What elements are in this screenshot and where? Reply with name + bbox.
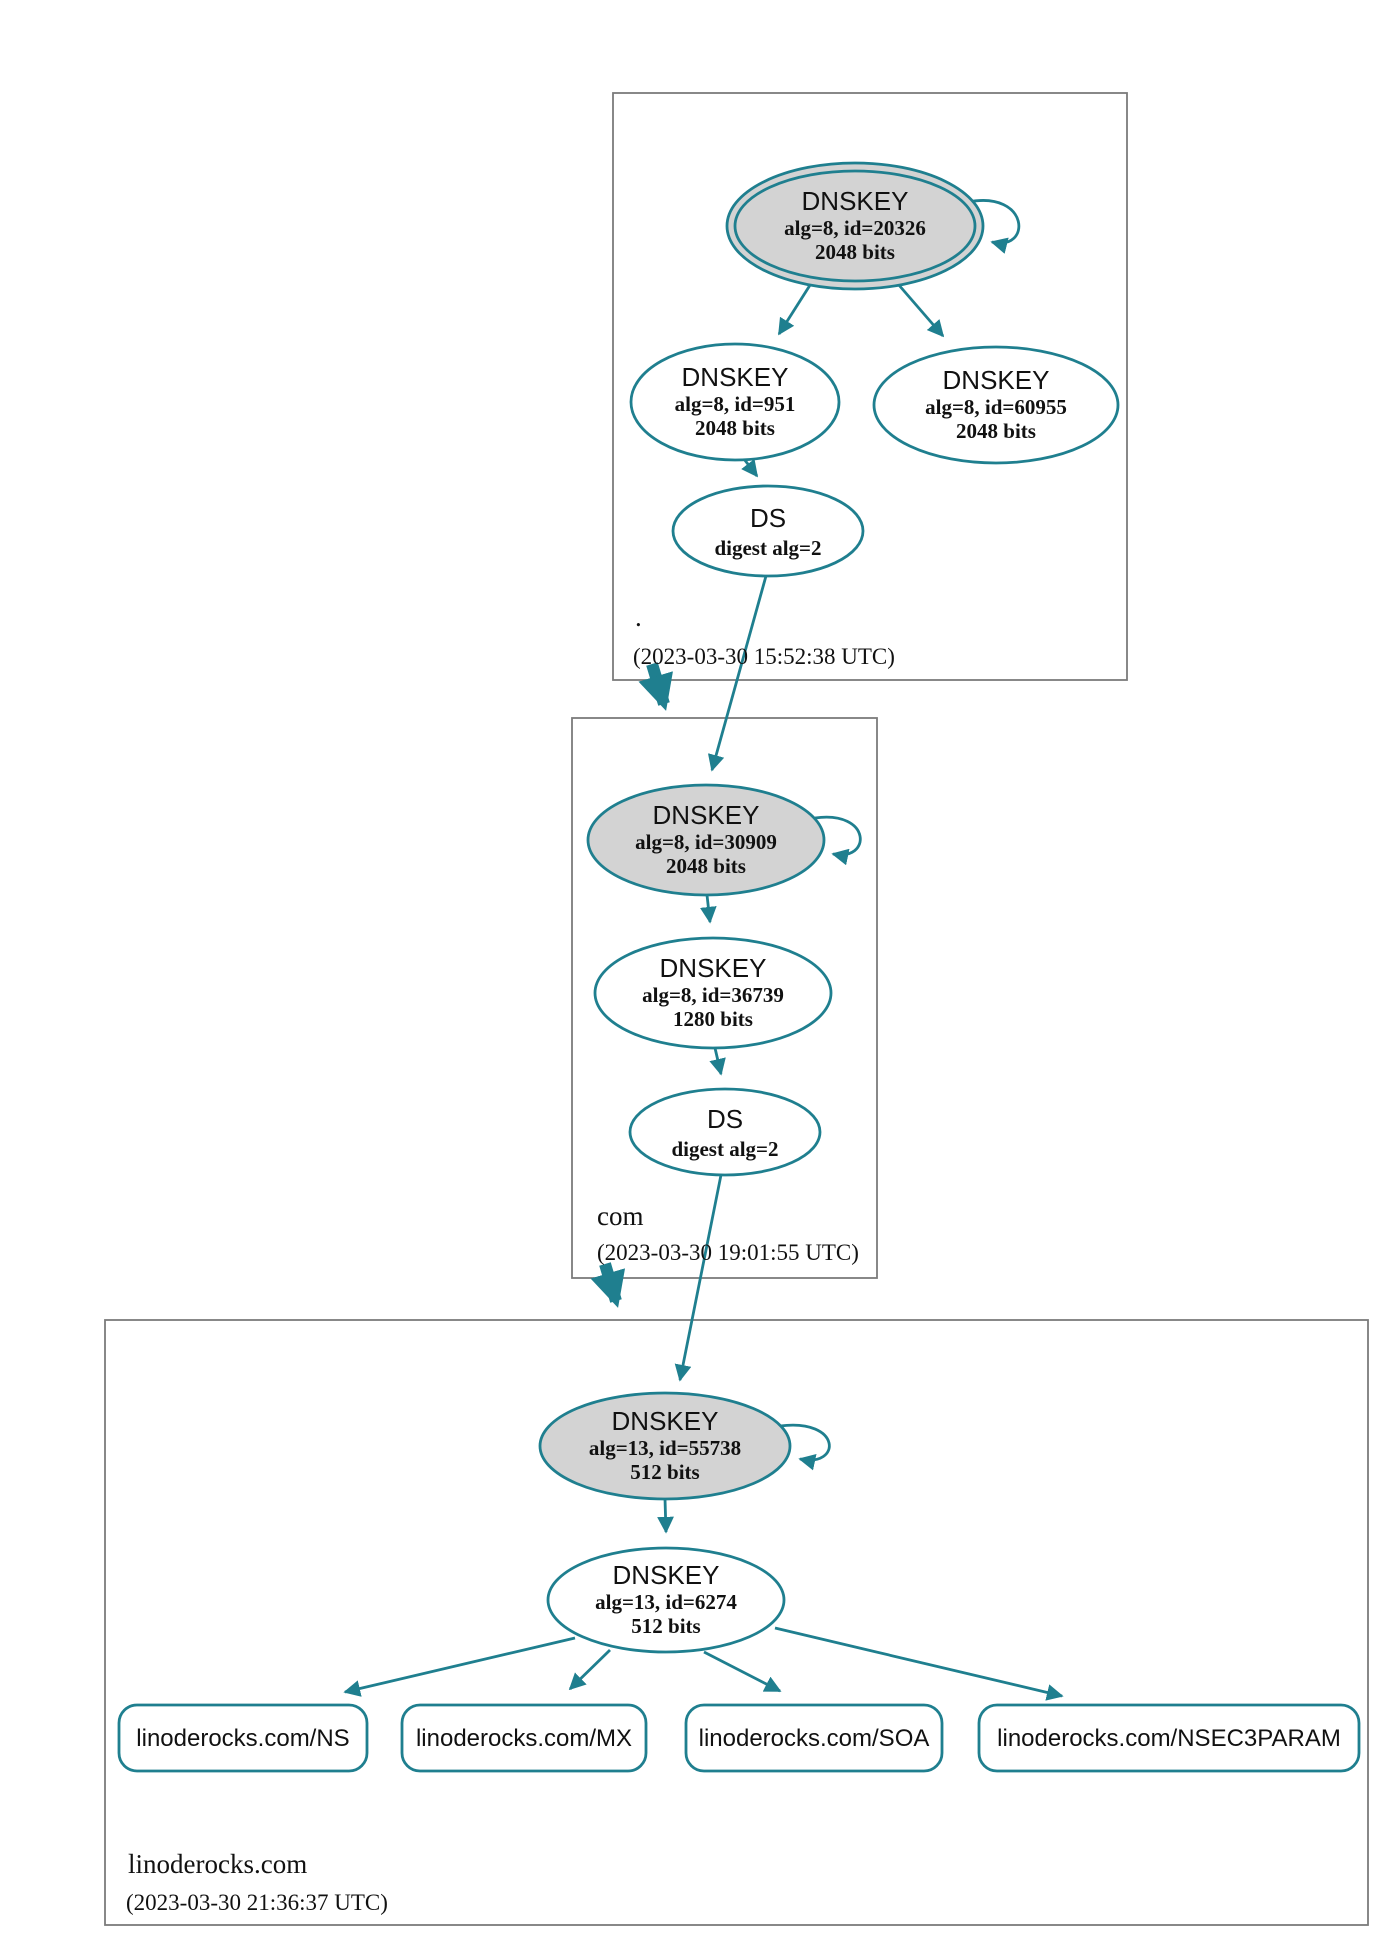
node-dnskey-com-ksk[interactable]: DNSKEY alg=8, id=30909 2048 bits <box>586 783 826 897</box>
node-rrset-ns[interactable]: linoderocks.com/NS <box>117 1703 369 1773</box>
delegation-arrow-root-to-com <box>638 662 673 711</box>
node-alg-id-label: alg=13, id=55738 <box>589 1436 741 1460</box>
rrset-rect <box>977 1703 1361 1773</box>
edge-root-ksk-to-zsk1 <box>777 281 814 336</box>
node-bits-label: 512 bits <box>630 1460 699 1484</box>
node-type-label: DNSKEY <box>802 186 909 216</box>
edge-linoderocks-ksk-to-zsk <box>657 1498 674 1534</box>
node-type-label: DNSKEY <box>943 365 1050 395</box>
dnskey-ellipse <box>629 342 841 462</box>
node-dnskey-root-ksk[interactable]: DNSKEY alg=8, id=20326 2048 bits <box>725 161 985 291</box>
node-ds-com[interactable]: DS digest alg=2 <box>628 1087 822 1177</box>
delegation-arrow-com-to-linoderocks <box>590 1262 626 1308</box>
node-dnskey-root-zsk1[interactable]: DNSKEY alg=8, id=951 2048 bits <box>629 342 841 462</box>
node-dnskey-com-zsk[interactable]: DNSKEY alg=8, id=36739 1280 bits <box>593 936 833 1050</box>
edge-root-ksk-to-zsk2 <box>896 283 945 338</box>
node-type-label: DS <box>750 503 786 533</box>
dnskey-ellipse <box>872 345 1120 465</box>
node-alg-id-label: alg=8, id=30909 <box>635 830 777 854</box>
dnskey-ellipse <box>593 936 833 1050</box>
node-type-label: DNSKEY <box>612 1406 719 1436</box>
node-bits-label: 2048 bits <box>815 240 895 264</box>
edge-zsk-to-nsec3param <box>774 1626 1064 1701</box>
node-alg-id-label: alg=13, id=6274 <box>595 1590 737 1614</box>
node-rrset-mx[interactable]: linoderocks.com/MX <box>400 1703 648 1773</box>
rrset-rect <box>684 1703 944 1773</box>
edge-zsk-to-soa <box>703 1650 782 1693</box>
node-dnskey-linoderocks-zsk[interactable]: DNSKEY alg=13, id=6274 512 bits <box>546 1546 786 1654</box>
rrset-rect <box>400 1703 648 1773</box>
zone-root: DNSKEY alg=8, id=20326 2048 bits DNSKEY … <box>629 161 1120 669</box>
zone-box-root <box>612 92 1128 681</box>
self-loop-linoderocks-ksk <box>779 1423 831 1471</box>
node-bits-label: 1280 bits <box>673 1007 753 1031</box>
self-loop-root-ksk <box>967 199 1021 254</box>
zone-timestamp-linoderocks: (2023-03-30 21:36:37 UTC) <box>126 1890 388 1915</box>
node-dnskey-linoderocks-ksk[interactable]: DNSKEY alg=13, id=55738 512 bits <box>538 1391 792 1501</box>
node-alg-id-label: alg=8, id=951 <box>675 392 796 416</box>
node-digest-label: digest alg=2 <box>714 536 821 560</box>
node-type-label: DNSKEY <box>653 800 760 830</box>
node-rrset-nsec3param[interactable]: linoderocks.com/NSEC3PARAM <box>977 1703 1361 1773</box>
node-ds-root[interactable]: DS digest alg=2 <box>671 484 865 578</box>
node-type-label: DS <box>707 1104 743 1134</box>
zone-com: DNSKEY alg=8, id=30909 2048 bits DNSKEY … <box>586 783 862 1265</box>
ds-ellipse <box>671 484 865 578</box>
zone-name-root: . <box>635 602 642 632</box>
zone-timestamp-com: (2023-03-30 19:01:55 UTC) <box>597 1240 859 1265</box>
rrset-label: linoderocks.com/NS <box>136 1725 349 1752</box>
node-rrset-soa[interactable]: linoderocks.com/SOA <box>684 1703 944 1773</box>
edge-zsk-to-mx <box>568 1648 611 1691</box>
rrset-label: linoderocks.com/NSEC3PARAM <box>997 1725 1341 1752</box>
ds-chain-root-to-com-ksk <box>707 575 768 772</box>
node-type-label: DNSKEY <box>682 362 789 392</box>
dnskey-ellipse <box>586 783 826 897</box>
node-type-label: DNSKEY <box>613 1560 720 1590</box>
node-alg-id-label: alg=8, id=60955 <box>925 395 1067 419</box>
dnskey-ellipse <box>538 1391 792 1501</box>
edge-com-ksk-to-zsk <box>699 894 717 924</box>
zone-name-linoderocks: linoderocks.com <box>128 1849 307 1879</box>
ds-chain-com-to-linoderocks-ksk <box>674 1174 723 1382</box>
rrset-rect <box>117 1703 369 1773</box>
node-alg-id-label: alg=8, id=20326 <box>784 216 926 240</box>
node-digest-label: digest alg=2 <box>671 1137 778 1161</box>
zone-box-linoderocks <box>104 1319 1369 1926</box>
node-bits-label: 2048 bits <box>666 854 746 878</box>
self-loop-com-ksk <box>814 815 862 866</box>
node-alg-id-label: alg=8, id=36739 <box>642 983 784 1007</box>
edge-zsk-to-ns <box>343 1636 576 1697</box>
zone-box-com <box>571 717 878 1279</box>
dnskey-ellipse <box>546 1546 786 1654</box>
node-bits-label: 512 bits <box>631 1614 700 1638</box>
node-dnskey-root-zsk2[interactable]: DNSKEY alg=8, id=60955 2048 bits <box>872 345 1120 465</box>
node-type-label: DNSKEY <box>660 953 767 983</box>
rrset-label: linoderocks.com/SOA <box>699 1725 930 1752</box>
rrset-label: linoderocks.com/MX <box>416 1725 632 1752</box>
edge-com-zsk-to-ds <box>709 1047 726 1076</box>
node-bits-label: 2048 bits <box>695 416 775 440</box>
zone-name-com: com <box>597 1201 644 1231</box>
dnskey-inner-ellipse <box>733 169 977 283</box>
zone-linoderocks: DNSKEY alg=13, id=55738 512 bits DNSKEY … <box>117 1391 1361 1915</box>
zone-timestamp-root: (2023-03-30 15:52:38 UTC) <box>633 644 895 669</box>
edge-root-zsk1-to-ds <box>741 458 759 478</box>
ds-ellipse <box>628 1087 822 1177</box>
node-bits-label: 2048 bits <box>956 419 1036 443</box>
